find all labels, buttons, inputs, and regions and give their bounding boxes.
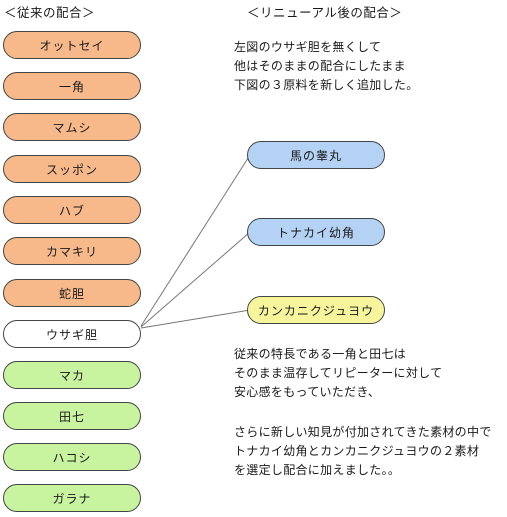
heading-renewed-formula: ＜リニューアル後の配合＞ bbox=[247, 5, 403, 20]
old-ingredient-pill: マカ bbox=[3, 361, 141, 389]
intro-line: 他はそのままの配合にしたまま bbox=[234, 59, 406, 73]
old-ingredient-pill: スッポン bbox=[3, 155, 141, 183]
removed-ingredient-pill: ウサギ胆 bbox=[3, 320, 141, 348]
intro-line: 下図の３原料を新しく追加した。 bbox=[234, 78, 419, 92]
old-ingredient-pill: 田七 bbox=[3, 402, 141, 430]
feature-line: 安心感をもっていただき、 bbox=[234, 385, 381, 399]
new-materials-line: さらに新しい知見が付加されてきた素材の中で bbox=[234, 425, 492, 439]
new-ingredient-pill: トナカイ幼角 bbox=[247, 218, 385, 246]
old-ingredient-pill: オットセイ bbox=[3, 31, 141, 59]
old-ingredient-pill: ハコシ bbox=[3, 443, 141, 471]
connector-to-cistanche bbox=[140, 309, 251, 329]
new-ingredient-pill: 馬の睾丸 bbox=[247, 141, 385, 169]
old-ingredient-pill: カマキリ bbox=[3, 237, 141, 265]
heading-old-formula: ＜従来の配合＞ bbox=[4, 5, 96, 20]
intro-line: 左図のウサギ胆を無くして bbox=[234, 40, 382, 54]
feature-line: そのまま温存してリピーターに対して bbox=[234, 366, 443, 380]
feature-paragraph: 従来の特長である一角と田七は そのまま温存してリピーターに対して 安心感をもって… bbox=[234, 345, 442, 402]
old-ingredient-pill: マムシ bbox=[3, 113, 141, 141]
new-ingredient-pill: カンカニクジュヨウ bbox=[247, 296, 385, 324]
intro-paragraph: 左図のウサギ胆を無くして 他はそのままの配合にしたまま 下図の３原料を新しく追加… bbox=[234, 38, 419, 95]
connector-to-reindeer-antler bbox=[140, 231, 251, 328]
feature-line: 従来の特長である一角と田七は bbox=[234, 347, 407, 361]
new-materials-line: を選定し配合に加えました。。 bbox=[234, 463, 401, 477]
old-ingredient-pill: ハブ bbox=[3, 196, 141, 224]
connector-to-horse-testis bbox=[140, 154, 251, 327]
old-ingredient-pill: ガラナ bbox=[3, 484, 141, 512]
new-materials-line: トナカイ幼角とカンカニクジュヨウの２素材 bbox=[234, 444, 480, 458]
new-materials-paragraph: さらに新しい知見が付加されてきた素材の中で トナカイ幼角とカンカニクジュヨウの２… bbox=[234, 423, 492, 480]
old-ingredient-pill: 蛇胆 bbox=[3, 279, 141, 307]
old-ingredient-pill: 一角 bbox=[3, 72, 141, 100]
